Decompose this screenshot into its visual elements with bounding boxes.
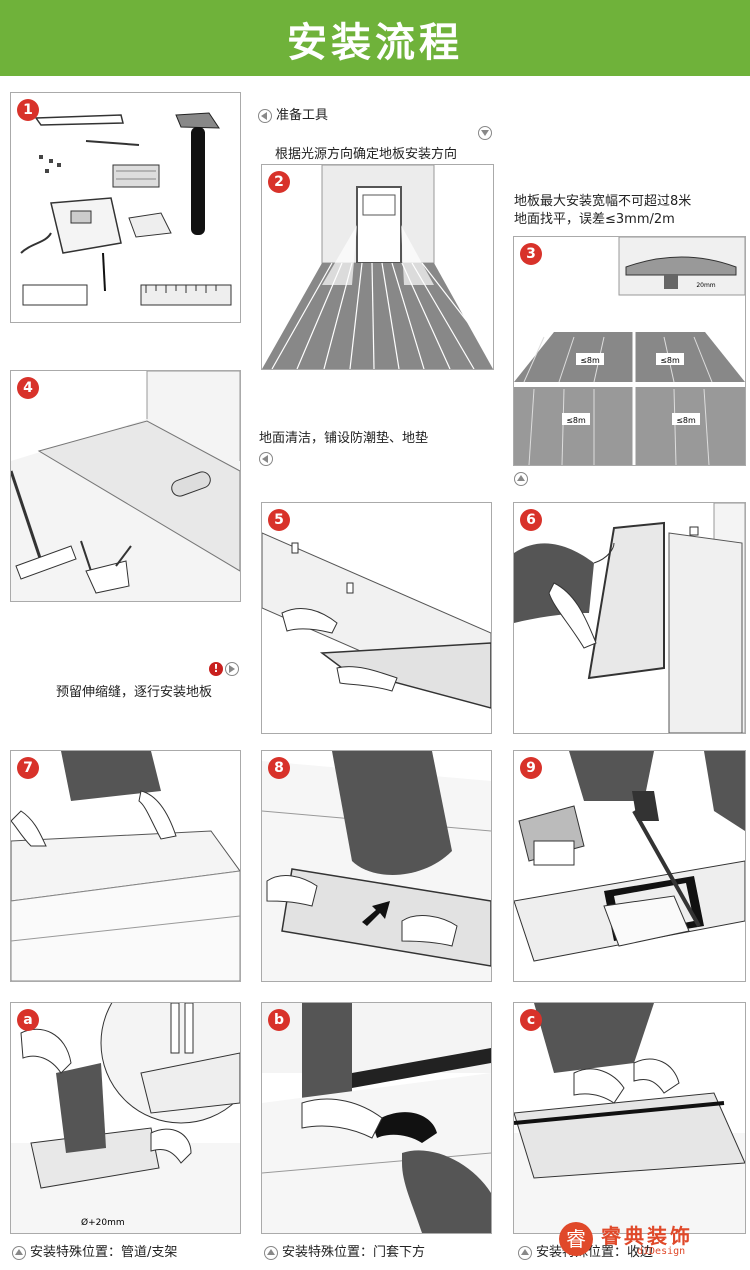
- step-9-panel: 9: [513, 750, 746, 982]
- logo-mark-icon: 睿: [559, 1222, 593, 1256]
- arrow-down-icon: [478, 125, 492, 140]
- step-badge: 7: [17, 757, 39, 779]
- step-1-panel: 1: [10, 92, 241, 323]
- step-a-panel: a Ø+20mm: [10, 1002, 241, 1234]
- logo-subtitle: diDesign: [637, 1246, 686, 1257]
- step-6-icons: !: [209, 660, 243, 678]
- arrow-up-icon: [264, 1245, 278, 1260]
- step-badge: 8: [268, 757, 290, 779]
- step-badge: 3: [520, 243, 542, 265]
- plank-install-illustration: [262, 532, 491, 709]
- width-label: ≤8m: [566, 416, 586, 425]
- pipe-cut-illustration: Ø+20mm: [11, 1003, 240, 1233]
- step-badge: c: [520, 1009, 542, 1031]
- room-light-illustration: [262, 165, 493, 369]
- arrow-left-indicator: [259, 450, 277, 468]
- arrow-up-icon: [12, 1245, 26, 1260]
- step-badge: a: [17, 1009, 39, 1031]
- step-a-caption: 安装特殊位置：管道/支架: [12, 1244, 177, 1262]
- arrow-up-icon: [514, 471, 528, 486]
- width-label: ≤8m: [580, 356, 600, 365]
- step-b-panel: b: [261, 1002, 492, 1234]
- saw-cut-illustration: [514, 751, 745, 962]
- step-2-panel: 2: [261, 164, 494, 370]
- step-c-panel: c: [513, 1002, 746, 1234]
- step-badge: 4: [17, 377, 39, 399]
- step-2-caption: 根据光源方向确定地板安装方向: [275, 147, 458, 162]
- gap-label: 20mm: [696, 282, 715, 289]
- floor-cleaning-illustration: [11, 371, 240, 601]
- step-3-panel: 3 ≤8m ≤8m ≤8m ≤8m 20mm: [513, 236, 746, 466]
- edge-finish-illustration: [514, 1003, 745, 1233]
- arrow-right-icon: [225, 661, 239, 676]
- step-badge: 6: [520, 509, 542, 531]
- arrow-up-indicator: [514, 470, 532, 488]
- arrow-left-icon: [258, 108, 272, 123]
- arrow-left-icon: [259, 451, 273, 466]
- pipe-gap-label: Ø+20mm: [81, 1217, 125, 1228]
- step-badge: 9: [520, 757, 542, 779]
- step-badge: 2: [268, 171, 290, 193]
- step-3-caption-1: 地板最大安装宽幅不可超过8米: [514, 194, 692, 209]
- step-badge: 1: [17, 99, 39, 121]
- warning-icon: !: [209, 661, 223, 676]
- width-label: ≤8m: [660, 356, 680, 365]
- step-6-caption: 预留伸缩缝，逐行安装地板: [56, 685, 213, 700]
- arrow-up-icon: [518, 1245, 532, 1260]
- step-5-panel: 5: [261, 502, 492, 734]
- step-badge: b: [268, 1009, 290, 1031]
- step-1-caption: 准备工具: [258, 107, 328, 125]
- expansion-gap-illustration: [514, 503, 745, 733]
- header-banner: 安装流程: [0, 0, 750, 76]
- row-install-illustration: [11, 751, 240, 981]
- step-3-caption-2: 地面找平，误差≤3mm/2m: [514, 212, 675, 227]
- brand-logo: 睿 睿典装饰 diDesign: [555, 1218, 745, 1266]
- tools-illustration: [20, 112, 232, 306]
- door-frame-illustration: [262, 1003, 491, 1233]
- width-label: ≤8m: [676, 416, 696, 425]
- step-b-caption: 安装特殊位置：门套下方: [264, 1244, 425, 1262]
- floor-width-illustration: ≤8m ≤8m ≤8m ≤8m 20mm: [514, 237, 745, 465]
- arrow-down-indicator: [478, 124, 496, 142]
- tap-plank-illustration: [262, 751, 491, 981]
- logo-name: 睿典装饰: [601, 1224, 693, 1248]
- page-title: 安装流程: [287, 20, 463, 66]
- step-7-panel: 7: [10, 750, 241, 982]
- step-8-panel: 8: [261, 750, 492, 982]
- step-4-panel: 4: [10, 370, 241, 602]
- step-4-caption: 地面清洁，铺设防潮垫、地垫: [259, 431, 429, 446]
- step-badge: 5: [268, 509, 290, 531]
- step-6-panel: 6: [513, 502, 746, 734]
